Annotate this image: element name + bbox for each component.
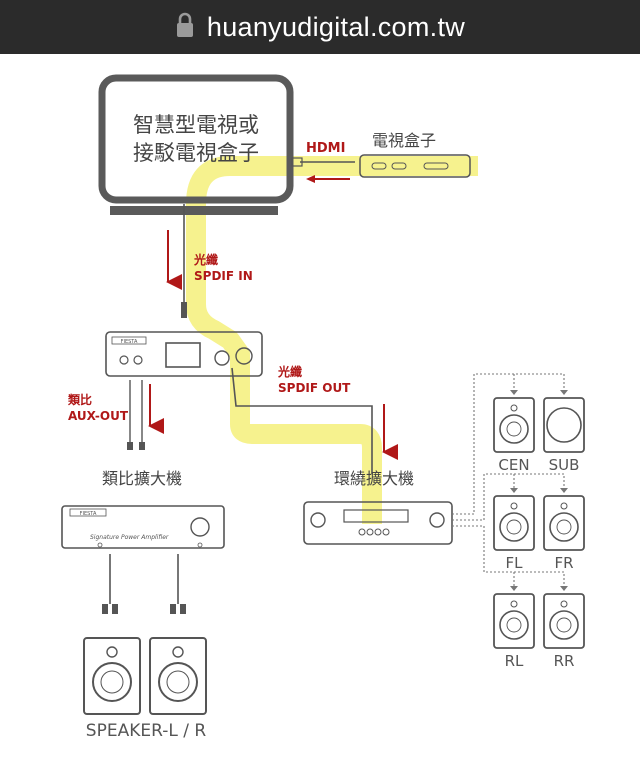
stereo-amplifier: 類比擴大機 FIESTA Signature Power Amplifier: [61, 469, 225, 549]
tv-label-line2: 接駁電視盒子: [133, 141, 259, 165]
surround-wiring: [452, 373, 565, 586]
tv-box: 電視盒子: [359, 131, 471, 178]
optical-out-label-line2: SPDIF OUT: [278, 381, 351, 395]
label-rl: RL: [505, 652, 524, 670]
amp-brand: FIESTA: [80, 511, 97, 517]
label-sub: SUB: [549, 456, 580, 474]
signal-highlight-path: [186, 156, 478, 524]
analog-out-label-line1: 類比: [67, 392, 92, 407]
hdmi-label: HDMI: [306, 141, 345, 156]
tvbox-label: 電視盒子: [372, 131, 436, 150]
surround-amp-label: 環繞擴大機: [334, 469, 414, 488]
optical-in-label-line1: 光纖: [193, 252, 218, 267]
speaker-rl: [493, 593, 535, 649]
label-fr: FR: [554, 554, 573, 572]
url-text[interactable]: huanyudigital.com.tw: [206, 11, 466, 42]
speaker-right: [149, 637, 207, 715]
amp-script: Signature Power Amplifier: [90, 534, 169, 541]
smart-tv: 智慧型電視或 接駁電視盒子: [98, 74, 294, 215]
browser-url-bar[interactable]: huanyudigital.com.tw: [0, 0, 640, 54]
speaker-cen: [493, 397, 535, 453]
speaker-rr: [543, 593, 585, 649]
surround-wiring-arrows: [510, 390, 568, 591]
analog-out-label-line2: AUX-OUT: [68, 409, 129, 423]
dac-preamp: FIESTA: [105, 331, 263, 377]
stereo-amp-label: 類比擴大機: [102, 469, 182, 488]
speakers-label: SPEAKER-L / R: [86, 721, 207, 741]
surround-amplifier: 環繞擴大機: [303, 469, 453, 545]
av-connection-diagram: 智慧型電視或 接駁電視盒子 HDMI 電視盒子 光纖 SPDIF IN FIES…: [61, 74, 585, 741]
speaker-fl: [493, 495, 535, 551]
speaker-fr: [543, 495, 585, 551]
hdmi-connection: HDMI: [291, 141, 355, 183]
analog-out-connection: 類比 AUX-OUT: [67, 380, 164, 450]
optical-in-connection: 光纖 SPDIF IN: [166, 204, 253, 318]
optical-out-connection: 光纖 SPDIF OUT: [231, 364, 398, 474]
label-cen: CEN: [498, 456, 529, 474]
lock-icon: [176, 12, 193, 37]
label-rr: RR: [554, 652, 575, 670]
speaker-cables: [102, 554, 186, 614]
speaker-left: [83, 637, 141, 715]
optical-out-label-line1: 光纖: [277, 364, 302, 379]
optical-in-label-line2: SPDIF IN: [194, 269, 253, 283]
dac-brand: FIESTA: [121, 339, 138, 345]
speaker-sub: [543, 397, 585, 453]
tv-label-line1: 智慧型電視或: [133, 113, 259, 137]
label-fl: FL: [506, 554, 524, 572]
